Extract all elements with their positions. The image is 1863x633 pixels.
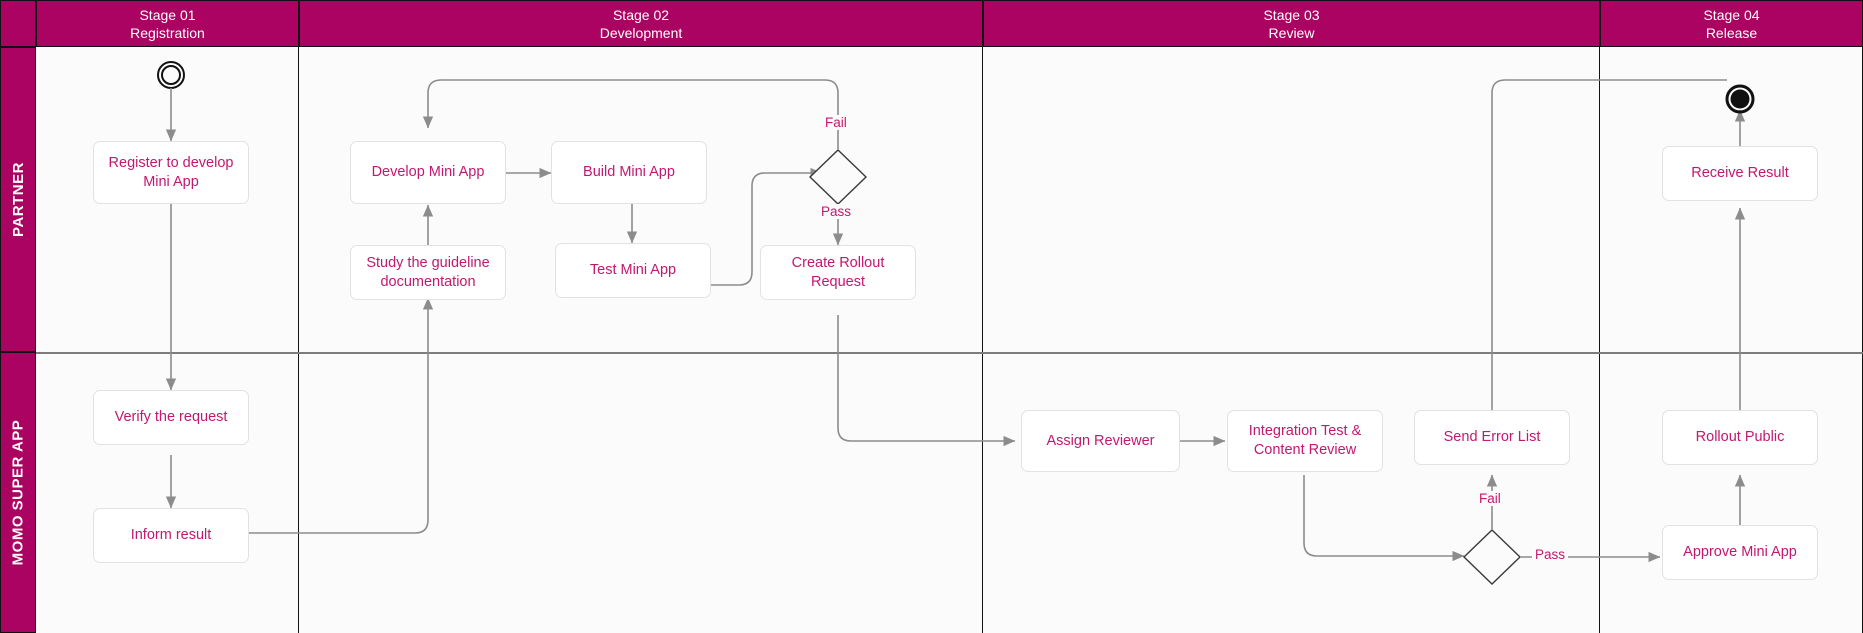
- stage-header-stage01: Stage 01 Registration: [36, 0, 299, 47]
- stage02-name: Development: [599, 24, 683, 41]
- node-approve-mini-app[interactable]: Approve Mini App: [1662, 525, 1818, 580]
- stage-header-stage03: Stage 03 Review: [983, 0, 1600, 47]
- cell-momo-stage03: [983, 354, 1600, 633]
- edge-label-test-fail: Fail: [822, 115, 850, 130]
- node-register-to-develop-mini-app[interactable]: Register to develop Mini App: [93, 141, 249, 204]
- node-build-mini-app[interactable]: Build Mini App: [551, 141, 707, 204]
- lane-label-momo-text: MOMO SUPER APP: [9, 419, 27, 566]
- cell-partner-stage03: [983, 47, 1600, 352]
- lane-header-corner: [0, 0, 36, 47]
- cell-momo-stage02: [299, 354, 983, 633]
- node-create-rollout-request[interactable]: Create Rollout Request: [760, 245, 916, 300]
- node-test-mini-app[interactable]: Test Mini App: [555, 243, 711, 298]
- lane-divider: [36, 352, 1863, 354]
- lane-label-momo: MOMO SUPER APP: [0, 352, 36, 633]
- stage-header-stage02: Stage 02 Development: [299, 0, 983, 47]
- node-inform-result[interactable]: Inform result: [93, 508, 249, 563]
- node-send-error-list[interactable]: Send Error List: [1414, 410, 1570, 465]
- stage02-number: Stage 02: [612, 6, 670, 23]
- stage03-name: Review: [1268, 24, 1315, 41]
- cell-momo-stage04: [1600, 354, 1863, 633]
- stage-header-stage04: Stage 04 Release: [1600, 0, 1863, 47]
- stage03-number: Stage 03: [1263, 6, 1320, 23]
- edge-label-review-pass: Pass: [1532, 547, 1569, 562]
- node-study-the-guideline-documentation[interactable]: Study the guideline documentation: [350, 245, 506, 300]
- lane-label-partner: PARTNER: [0, 47, 36, 352]
- lane-label-partner-text: PARTNER: [9, 162, 27, 237]
- stage04-number: Stage 04: [1703, 6, 1760, 23]
- node-verify-the-request[interactable]: Verify the request: [93, 390, 249, 445]
- stage04-name: Release: [1705, 24, 1758, 41]
- node-assign-reviewer[interactable]: Assign Reviewer: [1021, 410, 1180, 472]
- stage01-number: Stage 01: [139, 6, 196, 23]
- stage01-name: Registration: [130, 24, 205, 41]
- edge-label-test-pass: Pass: [818, 204, 855, 219]
- edge-label-review-fail: Fail: [1476, 491, 1504, 506]
- node-integration-test-content-review[interactable]: Integration Test & Content Review: [1227, 410, 1383, 472]
- node-rollout-public[interactable]: Rollout Public: [1662, 410, 1818, 465]
- node-receive-result[interactable]: Receive Result: [1662, 146, 1818, 201]
- node-develop-mini-app[interactable]: Develop Mini App: [350, 141, 506, 204]
